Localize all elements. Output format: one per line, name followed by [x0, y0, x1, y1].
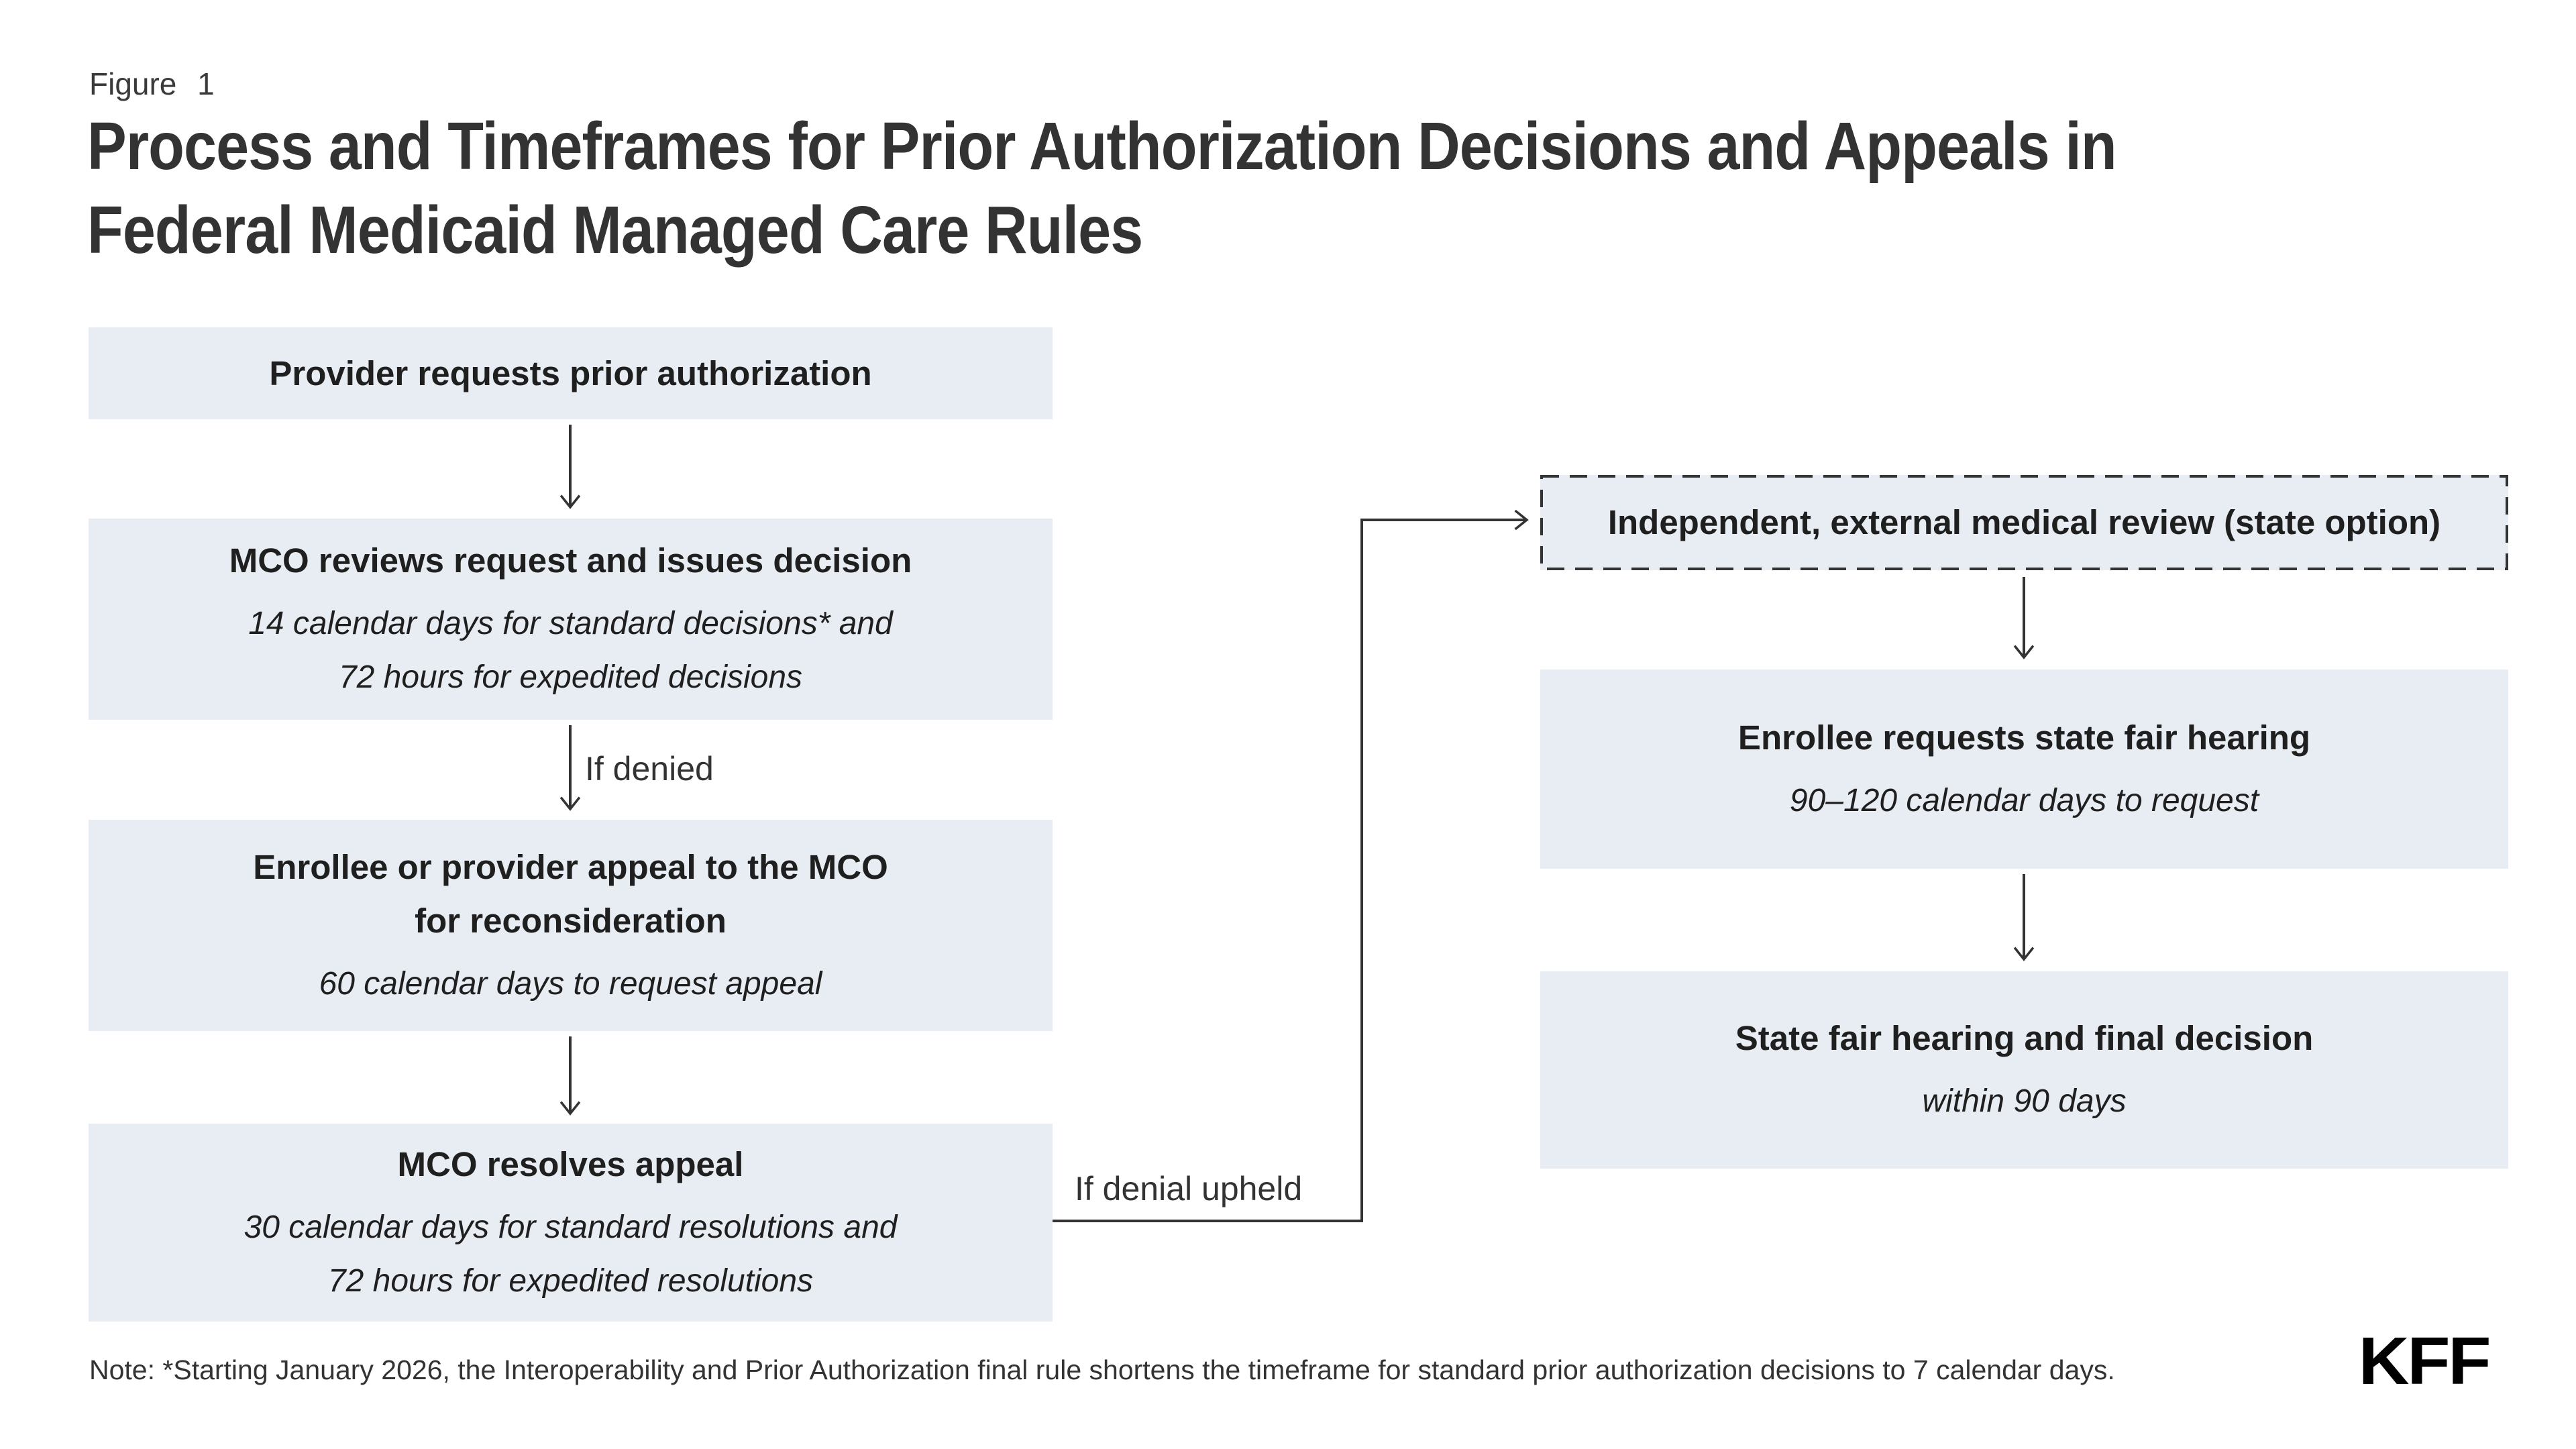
flow-box-detail-line: 72 hours for expedited decisions	[338, 659, 803, 695]
flow-box-external-medical-review: Independent, external medical review (st…	[1540, 475, 2508, 570]
flow-box-title: Provider requests prior authorization	[269, 354, 872, 392]
flow-box-title: Enrollee requests state fair hearing	[1737, 718, 2311, 757]
flow-box-provider-request: Provider requests prior authorization	[89, 327, 1053, 419]
flow-box-detail: within 90 days	[1922, 1075, 2126, 1128]
flow-box-appeal-to-mco: Enrollee or provider appeal to the MCO f…	[89, 820, 1053, 1031]
flow-box-title-line: Enrollee or provider appeal to the MCO	[253, 847, 888, 886]
flow-box-title: Independent, external medical review (st…	[1607, 503, 2441, 541]
kff-logo: KFF	[2358, 1324, 2491, 1399]
figure-label: Figure 1	[89, 66, 215, 101]
flow-box-detail-line: 14 calendar days for standard decisions*…	[248, 606, 893, 641]
flow-box-mco-resolves-appeal: MCO resolves appeal 30 calendar days for…	[89, 1124, 1053, 1322]
flow-box-detail: 14 calendar days for standard decisions*…	[248, 597, 893, 704]
flow-box-detail: 90–120 calendar days to request	[1790, 774, 2259, 828]
flow-box-title: MCO reviews request and issues decision	[229, 541, 912, 580]
flow-box-title: MCO resolves appeal	[397, 1144, 744, 1183]
page-title: Process and Timeframes for Prior Authori…	[87, 105, 2117, 272]
footnote: Note: *Starting January 2026, the Intero…	[89, 1354, 2115, 1385]
flow-box-title-line: for reconsideration	[415, 901, 727, 940]
edge-label-if-denied: If denied	[585, 750, 714, 788]
flow-box-detail: 30 calendar days for standard resolution…	[244, 1201, 898, 1308]
flow-box-detail-line: 60 calendar days to request appeal	[319, 965, 822, 1002]
flow-box-detail: 60 calendar days to request appeal	[319, 957, 822, 1011]
flow-box-title: Enrollee or provider appeal to the MCO f…	[253, 841, 888, 948]
flow-box-state-fair-hearing-final: State fair hearing and final decision wi…	[1540, 971, 2508, 1169]
flow-box-mco-review-decision: MCO reviews request and issues decision …	[89, 519, 1053, 720]
flow-box-detail-line: 30 calendar days for standard resolution…	[244, 1209, 898, 1245]
flow-box-detail-line: within 90 days	[1922, 1083, 2127, 1119]
flow-box-state-fair-hearing-request: Enrollee requests state fair hearing 90–…	[1540, 669, 2508, 869]
page-title-line-2: Federal Medicaid Managed Care Rules	[87, 193, 1143, 268]
flow-box-detail-line: 72 hours for expedited resolutions	[327, 1263, 814, 1299]
elbow-connector-arrow-icon	[1053, 509, 1529, 1222]
flow-box-title: State fair hearing and final decision	[1735, 1019, 2314, 1057]
page-title-line-1: Process and Timeframes for Prior Authori…	[87, 109, 2117, 184]
edge-label-if-denial-upheld: If denial upheld	[1075, 1170, 1303, 1208]
flow-box-detail-line: 90–120 calendar days to request	[1789, 782, 2259, 818]
